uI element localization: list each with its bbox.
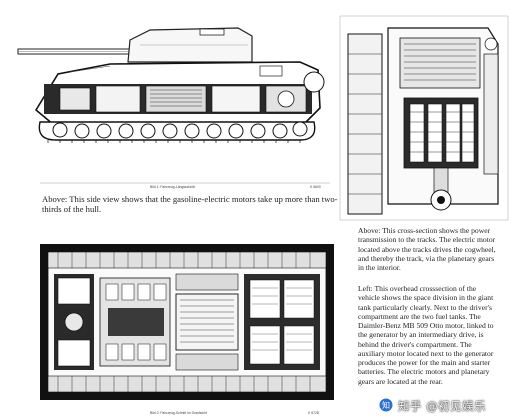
overhead-caption: Left: This overhead crosssection of the … bbox=[358, 284, 494, 386]
side-view-svg bbox=[17, 27, 330, 184]
side-view-drawing bbox=[0, 0, 330, 192]
watermark-text: 知乎 @初见娱乐 bbox=[398, 399, 487, 413]
cross-section-caption: Above: This cross-section shows the powe… bbox=[358, 226, 496, 272]
plate-code-bottom: K 5728 bbox=[308, 411, 319, 415]
side-view-caption: Above: This side view shows that the gas… bbox=[42, 194, 338, 215]
watermark-logo-icon: 知 bbox=[378, 397, 394, 413]
overhead-drawing bbox=[38, 238, 338, 408]
cross-section-svg bbox=[339, 15, 509, 221]
plate-label-top: Bild 1: Fahrzeug-Längsschnitt bbox=[150, 185, 195, 189]
plate-label-bottom: Bild 2: Fahrzeug-Schnitt im Draufsicht bbox=[150, 411, 207, 415]
plate-code-top: K 5600 bbox=[310, 185, 321, 189]
svg-text:知: 知 bbox=[382, 400, 390, 410]
cross-section-drawing bbox=[338, 14, 510, 222]
overhead-svg bbox=[40, 244, 334, 400]
